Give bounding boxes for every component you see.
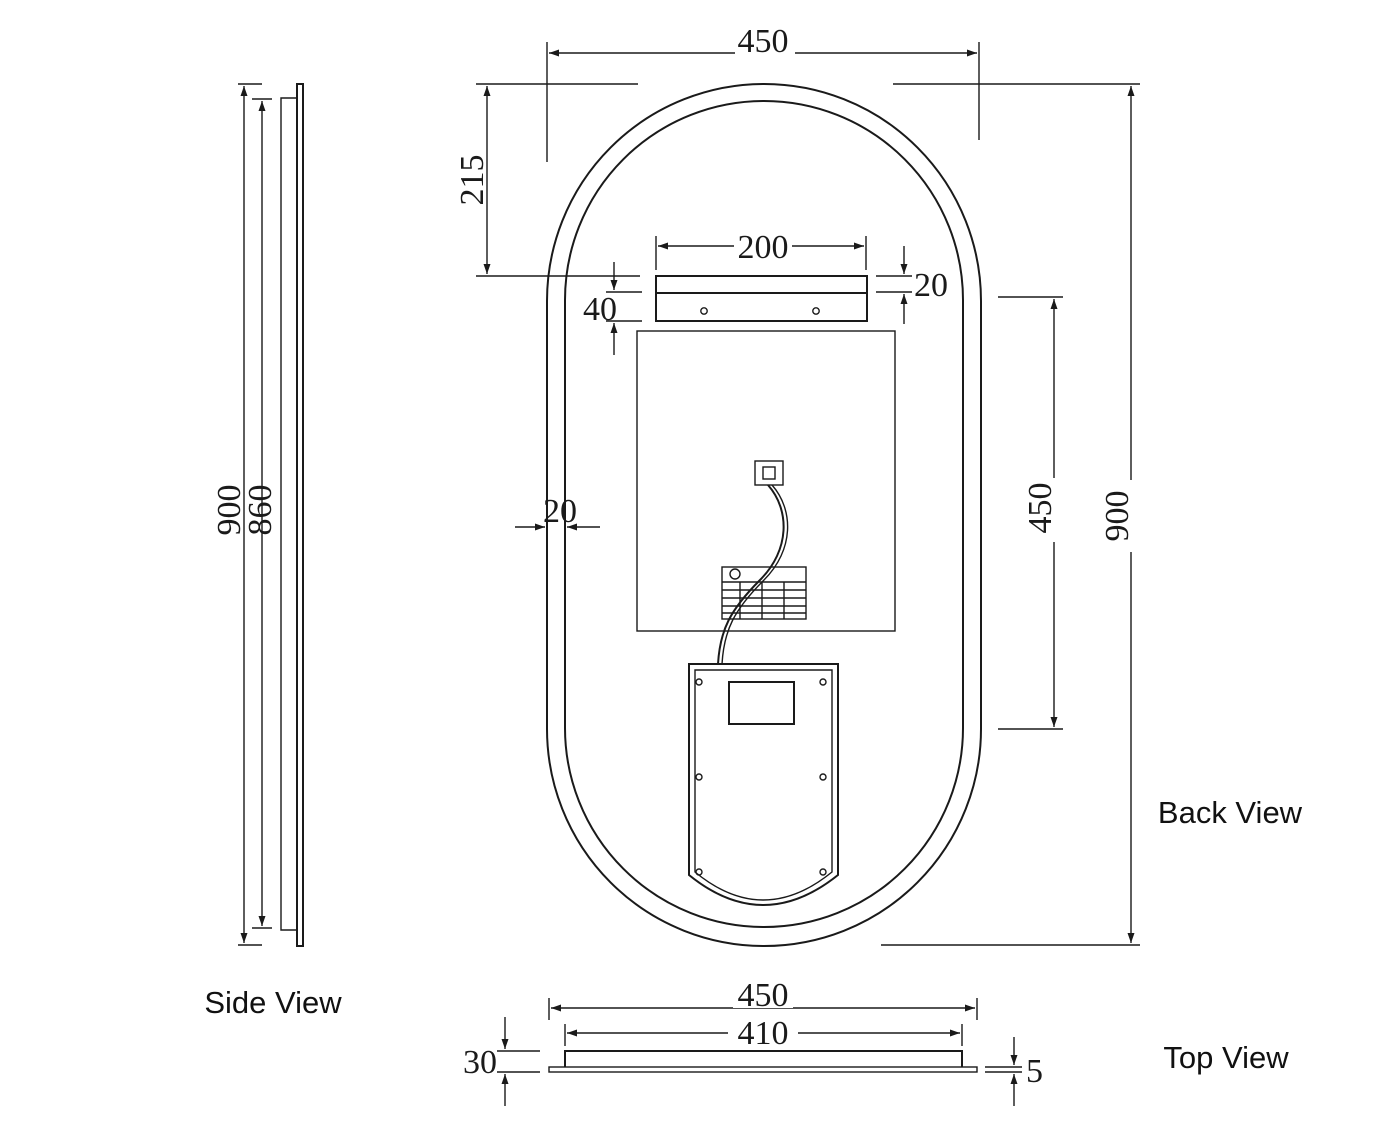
- dim-text-mask: [1034, 478, 1072, 542]
- driver-screw: [695, 773, 703, 781]
- top-view-label: Top View: [1163, 1040, 1289, 1075]
- top-frame-profile: [548, 1066, 978, 1073]
- back-width-label: 450: [738, 23, 789, 60]
- driver-screw: [819, 868, 827, 876]
- bracket-gap-label: 40: [583, 291, 617, 328]
- top-edge-label: 5: [1026, 1053, 1043, 1090]
- bracket-screw-hole-left: [700, 307, 708, 315]
- touch-switch-inner: [762, 466, 776, 480]
- dim-text-mask: [734, 228, 792, 262]
- bracket-width-label: 200: [738, 229, 789, 266]
- top-outer-width-label: 450: [738, 977, 789, 1014]
- driver-screw: [695, 678, 703, 686]
- driver-box: [688, 663, 839, 906]
- mirror-inner-frame: [564, 100, 964, 928]
- driver-box-inner: [694, 669, 833, 901]
- touch-switch: [754, 460, 784, 486]
- power-cable: [717, 484, 785, 665]
- frame-inset-label: 20: [543, 493, 577, 530]
- dim-text-mask: [1110, 480, 1150, 552]
- top-view: 450 410 30 5 Top View: [463, 977, 1289, 1106]
- spec-label-sticker: [721, 566, 807, 620]
- back-view-label: Back View: [1158, 795, 1303, 830]
- panel-height-label: 450: [1022, 483, 1059, 534]
- top-offset-label: 215: [454, 155, 491, 206]
- power-cable-outline: [721, 484, 789, 665]
- dim-text-mask: [733, 982, 793, 1008]
- dim-text-mask: [735, 24, 795, 60]
- driver-screw: [819, 678, 827, 686]
- top-glass-profile: [564, 1050, 963, 1067]
- bracket-screw-hole-right: [812, 307, 820, 315]
- side-glass-profile: [280, 97, 297, 931]
- top-inner-width-label: 410: [738, 1015, 789, 1052]
- side-glass-height-label: 860: [242, 485, 279, 536]
- driver-box-window: [728, 681, 795, 725]
- side-frame-profile: [296, 83, 304, 947]
- total-height-label: 900: [1099, 491, 1136, 542]
- mirror-outer-frame: [546, 83, 982, 947]
- side-view: 900 860 Side View: [204, 83, 342, 1020]
- back-view: 450 215 200 20 40 20 450: [454, 23, 1303, 947]
- driver-screw: [819, 773, 827, 781]
- side-view-label: Side View: [204, 985, 342, 1020]
- top-depth-label: 30: [463, 1044, 497, 1081]
- side-total-height-label: 900: [211, 485, 248, 536]
- backing-panel: [636, 330, 896, 632]
- driver-screw: [695, 868, 703, 876]
- hanging-bracket: [655, 275, 868, 322]
- dim-text-mask: [728, 1016, 798, 1046]
- bracket-height-label: 20: [914, 267, 948, 304]
